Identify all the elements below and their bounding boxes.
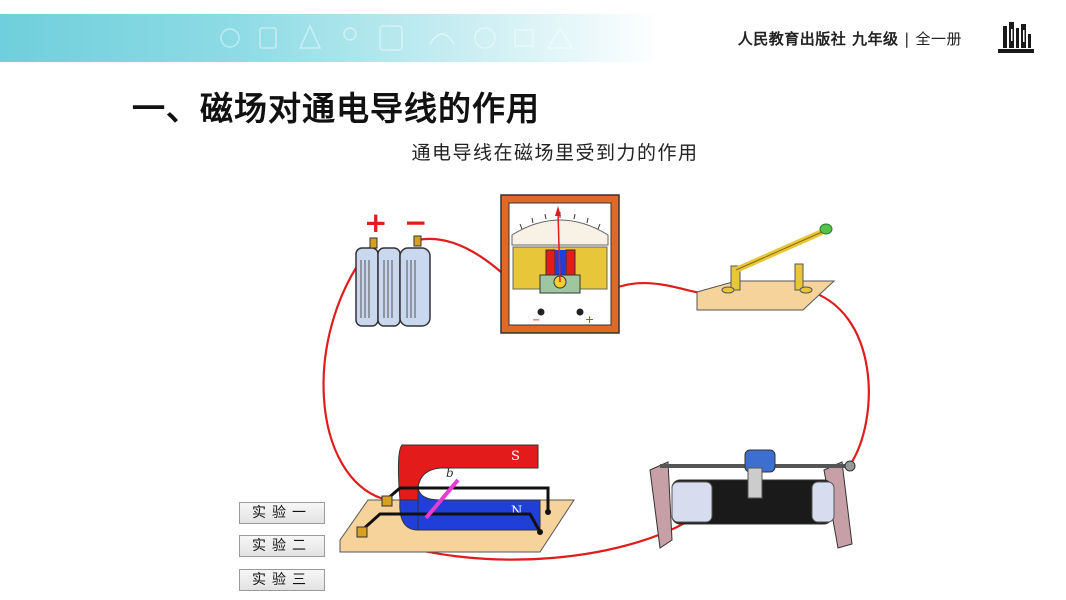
wire-switch-to-rheostat (805, 288, 870, 466)
header-separator: | (904, 30, 910, 48)
publisher-name: 人民教育出版社 (737, 30, 847, 48)
meter-plus-label: + (585, 313, 594, 326)
knife-switch (696, 223, 836, 311)
publisher-label: 人民教育出版社 九年级 | 全一册 (738, 28, 962, 49)
magnet-board: S N b (339, 444, 575, 553)
magnet-south-label: S (511, 449, 520, 464)
decorative-icons (220, 24, 574, 51)
magnet-north-label: N (511, 504, 522, 519)
wire-label: b (446, 466, 454, 480)
battery-pack: + − (355, 206, 431, 327)
volume-label: 全一册 (915, 30, 962, 48)
rheostat (649, 449, 856, 549)
experiment-2-button[interactable]: 实验二 (239, 535, 325, 557)
meter-minus-label: − (532, 315, 540, 326)
battery-plus-sign: + (364, 206, 387, 239)
bookshelf-logo-icon (998, 22, 1034, 53)
grade-label: 九年级 (851, 30, 899, 48)
galvanometer: − + (500, 194, 620, 334)
wire-battery-to-board (322, 242, 388, 502)
experiment-1-button[interactable]: 实验一 (239, 502, 325, 524)
page-subtitle: 通电导线在磁场里受到力的作用 (411, 142, 699, 164)
page-title: 一、磁场对通电导线的作用 (132, 89, 540, 128)
battery-minus-sign: − (404, 206, 427, 239)
header-banner: 人民教育出版社 九年级 | 全一册 (0, 14, 1066, 62)
experiment-3-button[interactable]: 实验三 (239, 569, 325, 591)
